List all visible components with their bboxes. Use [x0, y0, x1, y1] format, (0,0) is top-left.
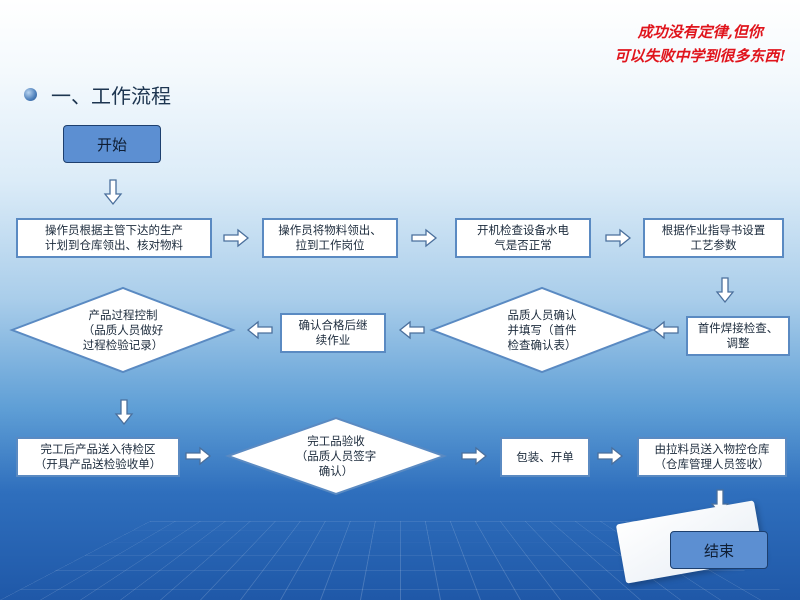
step-send-inspection-text: 完工后产品送入待检区 （开具产品送检验收单） — [34, 442, 162, 471]
step-pack-text: 包装、开单 — [516, 449, 574, 464]
step-store: 由拉料员送入物控仓库 （仓库管理人员签收） — [637, 437, 787, 477]
arrow-left-r2-3 — [247, 321, 273, 339]
section-title: 一、工作流程 — [24, 80, 171, 109]
diamond-quality-confirm — [429, 286, 655, 374]
arrow-down-start — [104, 179, 122, 205]
arrow-right-r3-2 — [461, 447, 487, 465]
end-node: 结束 — [670, 531, 768, 569]
step-first-piece-check: 首件焊接检查、 调整 — [686, 316, 790, 356]
diamond-process-control — [9, 286, 236, 374]
slogan-line-1: 成功没有定律,但你 — [637, 23, 763, 41]
step-confirm-continue: 确认合格后继 续作业 — [280, 313, 386, 353]
slogan-line-2: 可以失败中学到很多东西! — [614, 47, 786, 65]
step-bring-to-station: 操作员将物料领出、 拉到工作岗位 — [262, 218, 398, 258]
step-bring-to-station-text: 操作员将物料领出、 拉到工作岗位 — [278, 223, 382, 252]
step-pack: 包装、开单 — [500, 437, 590, 477]
start-node: 开始 — [63, 125, 161, 163]
arrow-right-r1-3 — [605, 229, 631, 247]
slogan: 成功没有定律,但你 可以失败中学到很多东西! — [614, 20, 786, 68]
arrow-left-r2-1 — [653, 321, 679, 339]
step-get-material-text: 操作员根据主管下达的生产 计划到仓库领出、核对物料 — [45, 223, 183, 252]
step-set-params-text: 根据作业指导书设置 工艺参数 — [661, 223, 766, 252]
step-send-inspection: 完工后产品送入待检区 （开具产品送检验收单） — [16, 437, 180, 477]
start-label: 开始 — [96, 135, 127, 154]
arrow-right-r1-2 — [411, 229, 437, 247]
arrow-down-params — [716, 277, 734, 303]
arrow-down-control — [115, 399, 133, 425]
end-label: 结束 — [703, 541, 734, 560]
arrow-left-r2-2 — [399, 321, 425, 339]
step-set-params: 根据作业指导书设置 工艺参数 — [643, 218, 784, 258]
arrow-right-r1-1 — [223, 229, 249, 247]
process-control-text: 产品过程控制 （品质人员做好 过程检验记录） — [82, 307, 164, 352]
bullet-icon — [24, 88, 37, 101]
final-acceptance-text: 完工品验收 （品质人员签字 确认） — [295, 433, 377, 478]
arrow-right-r3-3 — [597, 447, 623, 465]
step-store-text: 由拉料员送入物控仓库 （仓库管理人员签收） — [654, 442, 770, 471]
section-title-text: 一、工作流程 — [51, 84, 171, 108]
step-get-material: 操作员根据主管下达的生产 计划到仓库领出、核对物料 — [16, 218, 212, 258]
step-check-equipment-text: 开机检查设备水电 气是否正常 — [477, 223, 569, 252]
diamond-final-acceptance — [224, 416, 448, 496]
step-first-piece-check-text: 首件焊接检查、 调整 — [697, 321, 779, 350]
quality-confirm-text: 品质人员确认 并填写（首件 检查确认表） — [507, 307, 577, 352]
step-check-equipment: 开机检查设备水电 气是否正常 — [455, 218, 591, 258]
arrow-right-r3-1 — [185, 447, 211, 465]
step-confirm-continue-text: 确认合格后继 续作业 — [298, 318, 368, 347]
